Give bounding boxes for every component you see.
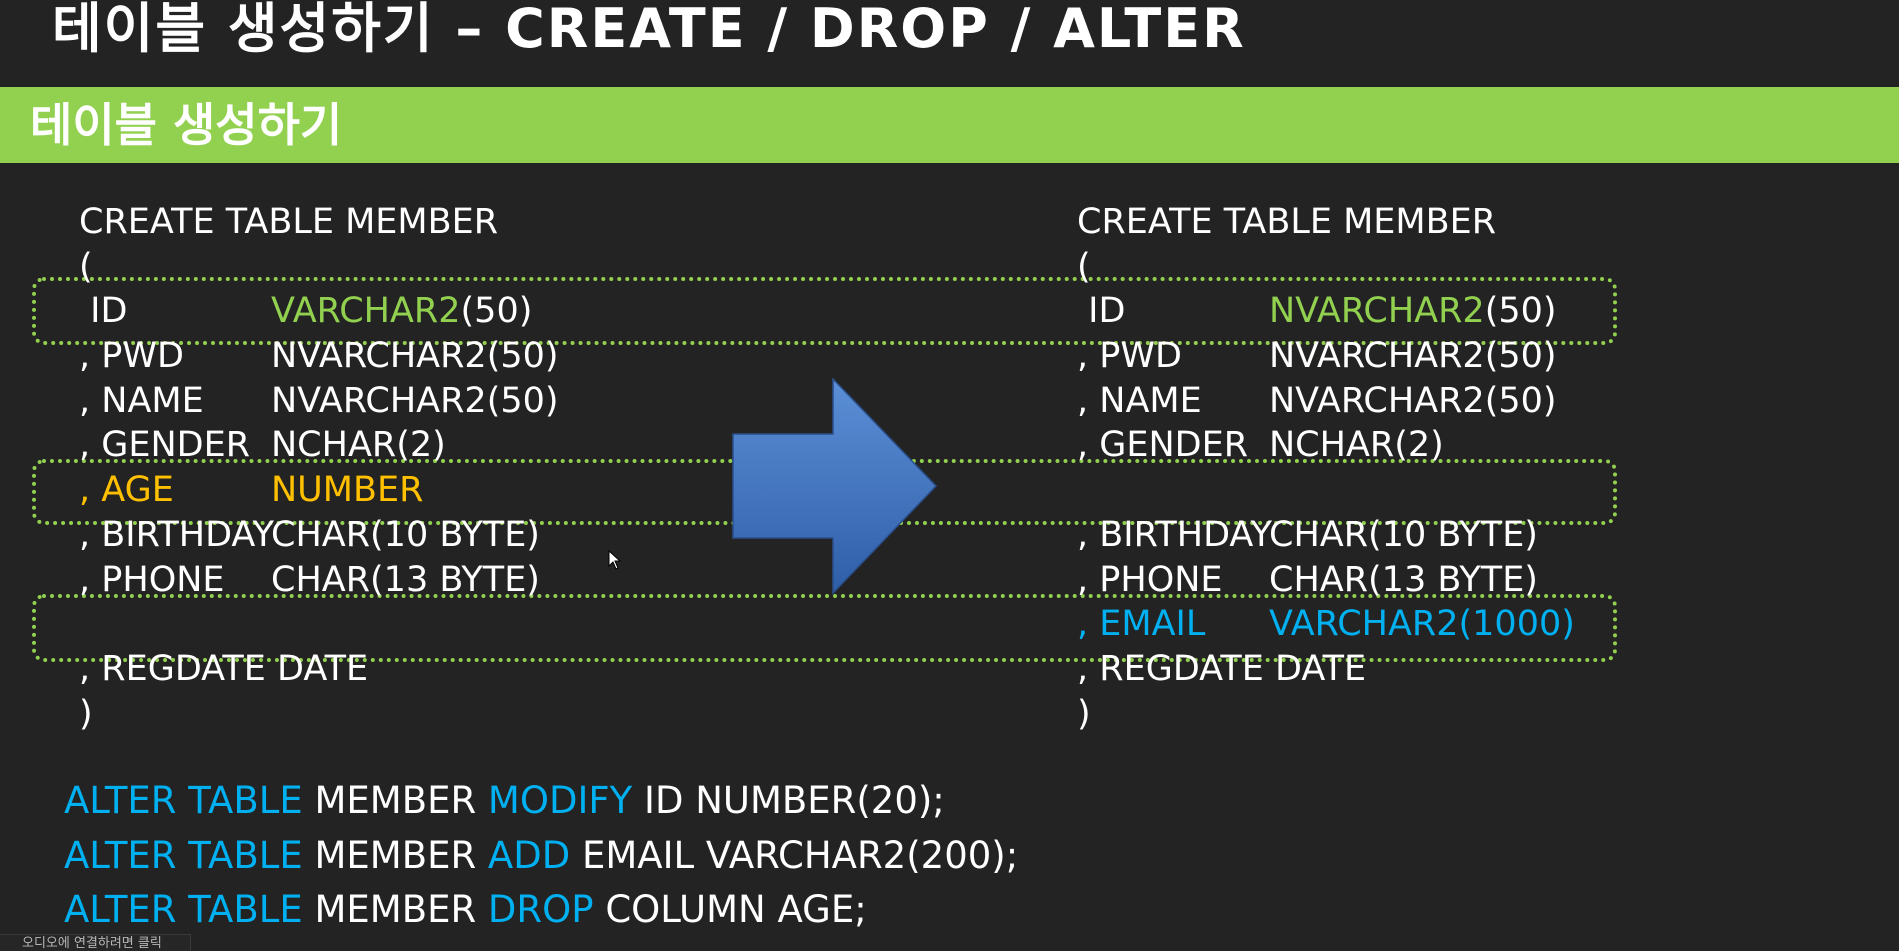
mouse-cursor-icon <box>608 550 622 570</box>
audio-connect-tab[interactable]: 오디오에 연결하려면 클릭 <box>0 934 191 951</box>
highlight-box-email-row <box>32 594 1617 662</box>
highlight-box-id-row <box>32 277 1617 345</box>
slide-title: 테이블 생성하기 – CREATE / DROP / ALTER <box>52 0 1246 60</box>
banner-title: 테이블 생성하기 <box>30 98 343 152</box>
alter-statement-line: ALTER TABLE MEMBER ADD EMAIL VARCHAR2(20… <box>64 833 1019 877</box>
audio-connect-label: 오디오에 연결하려면 클릭 <box>22 936 162 951</box>
alter-statement-line: ALTER TABLE MEMBER MODIFY ID NUMBER(20); <box>64 779 945 822</box>
section-banner: 테이블 생성하기 <box>0 87 1899 163</box>
right-arrow-icon <box>732 378 938 595</box>
alter-statement-line: ALTER TABLE MEMBER DROP COLUMN AGE; <box>64 888 867 931</box>
alter-statements: ALTER TABLE MEMBER MODIFY ID NUMBER(20);… <box>64 774 1018 938</box>
